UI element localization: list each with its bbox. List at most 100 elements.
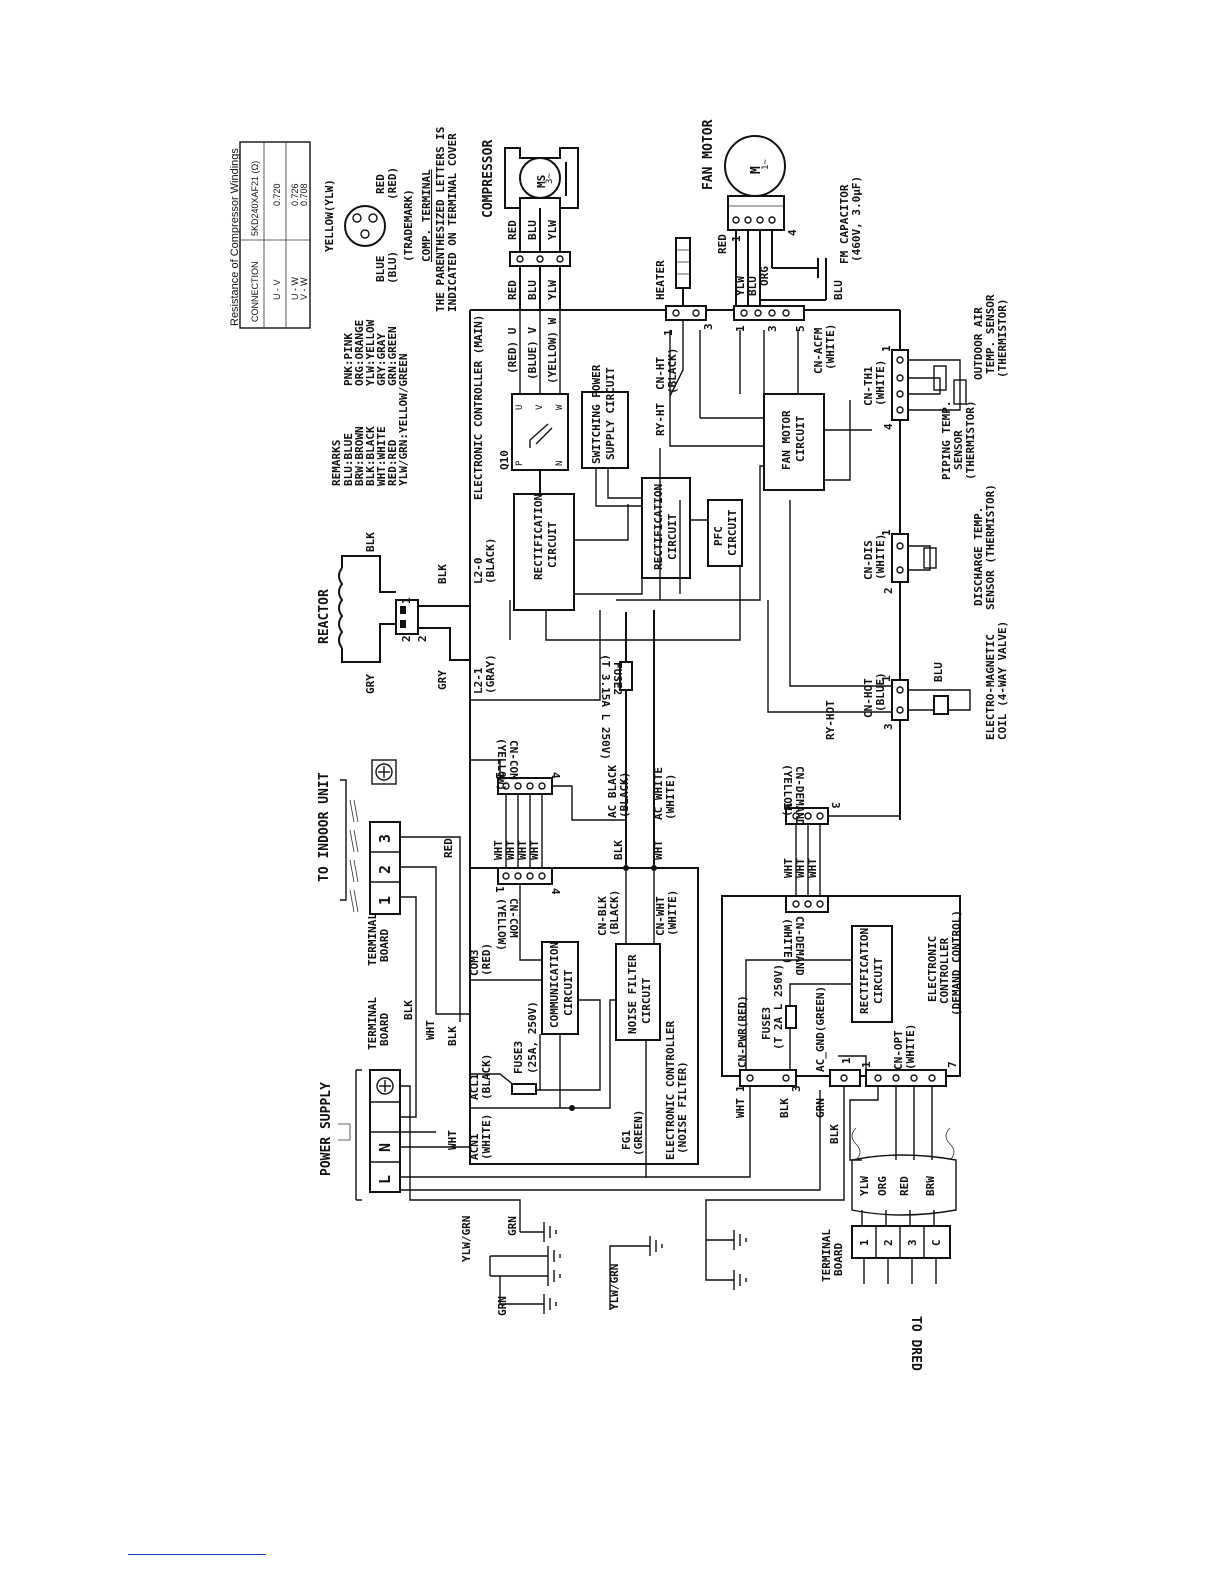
- fan-motor-circuit-label: FAN MOTOR: [780, 410, 793, 470]
- remarks-item: ORG:ORANGE: [353, 320, 366, 386]
- table-cell: 0.720: [272, 183, 282, 206]
- table-cell: U - W: [290, 277, 300, 300]
- switching-power-circuit: SWITCHING POWER SUPPLY CIRCUIT: [581, 364, 629, 469]
- fg1-label: FG1: [620, 1130, 633, 1150]
- comp-terminal-trademark: (TRADEMARK): [402, 189, 415, 262]
- wire-label-blk: BLK: [446, 1026, 459, 1046]
- pin-label: 4: [786, 229, 799, 236]
- wire-label-wht: WHT: [492, 840, 505, 860]
- pin-label: 1: [493, 886, 506, 893]
- cn-com-label: (YELLOW): [495, 738, 508, 791]
- cn-th1-label: CN-TH1: [862, 366, 875, 406]
- ac-black-label: AC BLACK: [606, 765, 619, 818]
- acn1-label: ACN1: [468, 1133, 481, 1160]
- pin-label: 1: [860, 1061, 873, 1068]
- pin-label: 7: [946, 1061, 959, 1068]
- remarks-item: YLW/GRN:YELLOW/GREEN: [397, 354, 410, 486]
- wire-label-brw: BRW: [924, 1176, 937, 1196]
- pin-label: 1: [734, 325, 747, 332]
- wire-label-blu: BLU: [832, 280, 845, 300]
- ry-hot-label: RY-HOT: [824, 700, 837, 740]
- terminal-board-label: BOARD: [378, 1013, 391, 1046]
- phase-v-label: (BLUE) V: [526, 327, 539, 380]
- l2-0-label: L2-0: [472, 558, 485, 585]
- wire-label-blk: BLK: [828, 1124, 841, 1144]
- remarks-legend: REMARKS BLU:BLUE BRW:BROWN BLK:BLACK WHT…: [330, 319, 410, 486]
- heater: HEATER: [654, 237, 691, 310]
- pin-label: 2: [882, 587, 895, 594]
- dred-terminal-1: 1: [858, 1239, 871, 1246]
- acl1-label: (BLACK): [480, 1054, 493, 1100]
- fan-motor-m: M: [749, 166, 764, 174]
- pin-label: 3: [882, 723, 895, 730]
- table-title: Resistance of Compressor Windings: [229, 148, 241, 326]
- rectification-circuit-secondary: RECTIFICATION CIRCUIT: [641, 477, 691, 579]
- phase-u-label: (RED) U: [506, 327, 519, 374]
- fuse2-rating: (T 3.15A L 250V): [599, 654, 612, 760]
- terminal-3: 3: [376, 834, 394, 843]
- main-controller-label: ELECTRONIC CONTROLLER (MAIN): [472, 315, 485, 500]
- noise-filter-label: CIRCUIT: [640, 977, 653, 1024]
- rectification-label: CIRCUIT: [666, 513, 679, 560]
- wire-label-wht: WHT: [734, 1098, 747, 1118]
- pin-label: 1: [662, 329, 675, 336]
- indoor-terminal-board: 1 2 3 TO INDOOR UNIT TERMINAL BOARD RED: [317, 759, 470, 1030]
- table-cell: 0.726: [290, 183, 300, 206]
- reactor: REACTOR BLK GRY 1 2 2 BLK GRY L2-0 (BLAC…: [317, 532, 497, 694]
- fan-motor-m-sub: 1~: [761, 159, 771, 170]
- ac-white-label: AC WHITE: [652, 767, 665, 820]
- fuse3-main-rating: (25A, 250V): [526, 1001, 539, 1074]
- noise-controller-label: (NOISE FILTER): [676, 1061, 689, 1154]
- outdoor-air-sensor-label: OUTDOOR AIR: [972, 307, 985, 380]
- communication-label: CIRCUIT: [562, 969, 575, 1016]
- cn-demand-white-label: (WHITE): [781, 918, 794, 964]
- wire-label-wht: WHT: [424, 1020, 437, 1040]
- acl1-label: ACL1: [468, 1073, 481, 1100]
- cn-blk-label: (BLACK): [608, 890, 621, 936]
- cn-hot-connector: 1 3 CN-HOT (BLUE) BLU RY-HOT ELECTRO-MAG…: [824, 621, 1009, 740]
- cn-demand-label: (YELLOW): [781, 764, 794, 817]
- outdoor-air-sensor-label: TEMP. SENSOR: [984, 294, 997, 374]
- wire-label-red: RED: [506, 280, 519, 300]
- dred-terminal-c: C: [930, 1239, 943, 1246]
- cn-ht-label: (BLACK): [666, 348, 679, 394]
- cn-pwr-label: CN-PWR(RED): [736, 995, 749, 1068]
- terminal-n: N: [376, 1143, 394, 1152]
- fan-motor-circuit-label: CIRCUIT: [794, 415, 807, 462]
- pin-label: W: [555, 404, 565, 410]
- discharge-sensor-label: DISCHARGE TEMP.: [972, 507, 985, 606]
- pin-label: P: [515, 460, 525, 466]
- wire-label-blk: BLK: [402, 1000, 415, 1020]
- wire-label-ylw: YLW: [734, 276, 747, 296]
- terminal-board-label: TERMINAL: [366, 997, 379, 1050]
- switching-power-label: SUPPLY CIRCUIT: [604, 367, 617, 460]
- cn-acfm-connector: 1 3 5 CN-ACFM (WHITE): [733, 305, 837, 374]
- pin-label: 4: [549, 772, 562, 779]
- switching-power-label: SWITCHING POWER: [590, 364, 603, 464]
- cn-th1-label: (WHITE): [874, 360, 887, 406]
- remarks-item: WHT:WHITE: [375, 426, 388, 486]
- wire-label-red: RED: [716, 234, 729, 254]
- remarks-item: BRW:BROWN: [353, 426, 366, 486]
- comp-terminal: YELLOW(YLW) RED (RED) BLUE (BLU) (TRADEM…: [323, 167, 433, 284]
- compressor-ms-sub: 3~: [545, 173, 555, 184]
- pin-label: 1: [880, 529, 893, 536]
- wire-label-wht: WHT: [652, 840, 665, 860]
- rectification-label: CIRCUIT: [872, 957, 885, 1004]
- pin-label: 5: [794, 325, 807, 332]
- cn-com-label: CN-COM: [507, 898, 520, 938]
- wire-label-wht: WHT: [504, 840, 517, 860]
- fm-capacitor-label: FM CAPACITOR: [838, 184, 851, 264]
- wire-label-blk: BLK: [778, 1098, 791, 1118]
- wire-label-red: RED: [506, 220, 519, 240]
- piping-sensor-label: PIPING TEMP.: [940, 401, 953, 480]
- noise-controller-label: ELECTRONIC CONTROLLER: [664, 1021, 677, 1160]
- note-line: INDICATED ON TERMINAL COVER: [446, 133, 459, 312]
- fuse2-label: FUSE2: [611, 662, 624, 695]
- ry-ht-label: RY-HT: [654, 403, 667, 436]
- cn-wht-label: (WHITE): [666, 890, 679, 936]
- pin-label: 2: [400, 635, 413, 642]
- wire-label-blu: BLU: [932, 662, 945, 682]
- pin-label: 2: [416, 635, 429, 642]
